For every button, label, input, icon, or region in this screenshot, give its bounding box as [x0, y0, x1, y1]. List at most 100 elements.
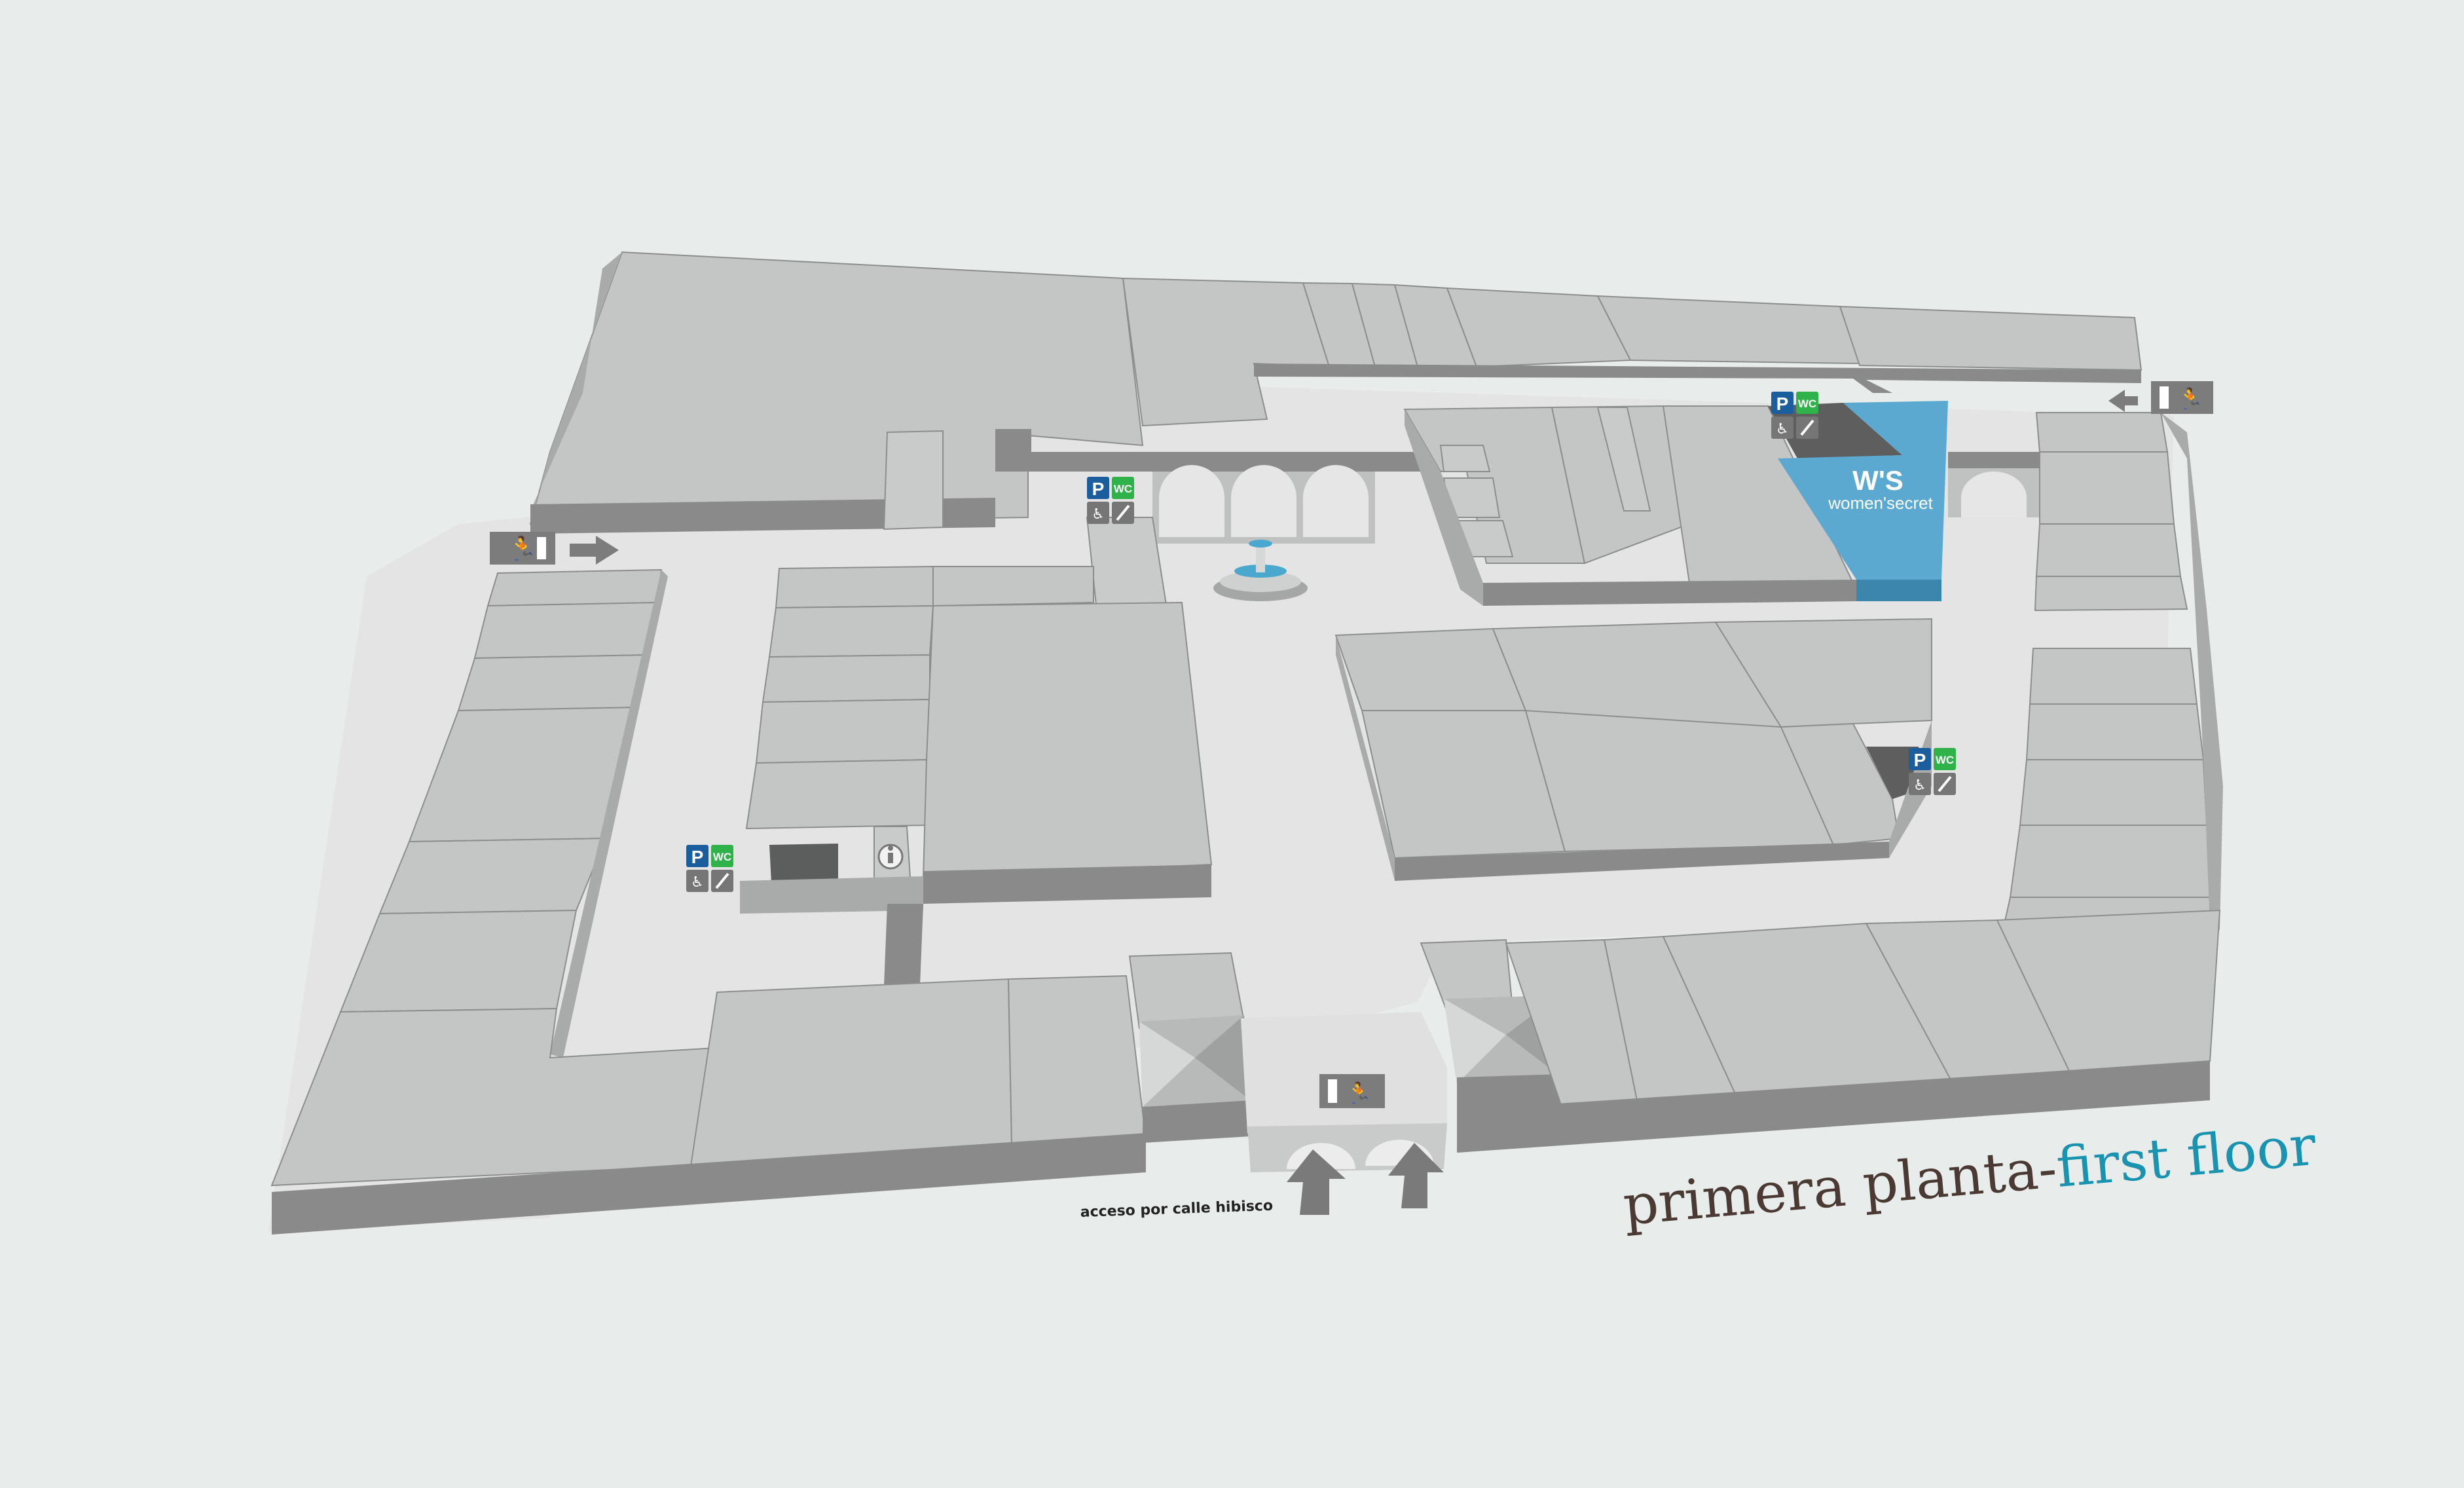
store-north-7[interactable] [1839, 305, 2142, 371]
store-east-5[interactable] [2029, 648, 2198, 705]
svg-text:♿: ♿ [1913, 777, 1926, 794]
store-w-5[interactable] [378, 837, 607, 915]
information-icon[interactable] [877, 844, 904, 870]
wheelchair-icon [686, 870, 708, 892]
womensecret-logo: W'S [1852, 465, 1903, 496]
pavilion-east-roof-a [1444, 999, 1506, 1084]
access-label: acceso por calle hibisco [1080, 1198, 1273, 1221]
pavilion-west-roof-a [1139, 1022, 1195, 1107]
store-east-8[interactable] [2009, 825, 2211, 898]
southeast-block [1457, 909, 2221, 1153]
womensecret-name: women'secret [1828, 493, 1933, 513]
wc-sign: WC [1798, 398, 1816, 410]
wc-sign: WC [1936, 754, 1954, 766]
exit-sign-west: 🏃 [490, 532, 619, 565]
services-sign-ne[interactable]: P WC ♿ [1771, 392, 1818, 439]
emergency-exit-icon: 🏃 [507, 535, 537, 563]
arrow-left-icon [2108, 390, 2138, 412]
store-east-4[interactable] [2034, 576, 2188, 612]
store-cw-3[interactable] [762, 654, 930, 703]
store-cw-7[interactable] [922, 601, 1213, 879]
exit-sign-east: 🏃 [2108, 381, 2213, 414]
southeast-wall-front [1457, 1061, 2210, 1153]
central-west-block [740, 565, 1213, 986]
parking-sign: P [1776, 394, 1789, 414]
central-west-wall [923, 865, 1211, 904]
services-sign-east[interactable]: P WC ♿ [1909, 748, 1956, 795]
northeast-block [1403, 401, 2040, 606]
central-east-block [1334, 618, 1932, 881]
central-west-stair [884, 904, 923, 986]
services-sign-west[interactable]: P WC ♿ [686, 845, 733, 892]
store-womensecret[interactable] [1778, 401, 1948, 580]
west-inner-wall [550, 570, 668, 1058]
services-sign-nw[interactable]: P WC ♿ [1087, 477, 1134, 524]
entrance-hall [1241, 1012, 1447, 1133]
northwest-wall-front [530, 498, 995, 534]
pavilion-west-roof-b [1195, 1015, 1251, 1100]
store-w-3[interactable] [457, 654, 650, 712]
central-west-side [740, 876, 923, 914]
store-sw-2[interactable] [690, 978, 1013, 1167]
south-wall-front [272, 1133, 1146, 1235]
parking-sign: P [691, 847, 704, 867]
pavilion-west-wall [1143, 1100, 1251, 1143]
store-cw-1[interactable] [775, 565, 934, 609]
svg-text:♿: ♿ [1092, 506, 1105, 523]
store-sw-3[interactable] [1007, 975, 1147, 1144]
floor-title-english: first floor [2054, 1113, 2319, 1200]
store-w-6[interactable] [339, 909, 578, 1013]
store-north-6[interactable] [1596, 295, 1861, 365]
store-w-2[interactable] [473, 601, 659, 660]
north-block [529, 251, 2142, 534]
wc-sign: WC [1114, 483, 1132, 495]
floor-title-spanish: primera planta- [1621, 1136, 2059, 1238]
store-ce-6[interactable] [1780, 722, 1900, 846]
west-block [339, 568, 668, 1058]
parking-sign: P [1092, 479, 1105, 499]
womensecret-label: W'S women'secret [1828, 465, 1933, 513]
northeast-wall-front [1483, 580, 1856, 606]
store-east-3[interactable] [2035, 523, 2182, 577]
arrow-up-icon [1287, 1149, 1346, 1215]
store-ce-3[interactable] [1714, 618, 1932, 728]
svg-text:♿: ♿ [691, 874, 704, 891]
southwest-block [270, 975, 1147, 1235]
store-w-1[interactable] [487, 568, 663, 607]
fountain-icon [1213, 540, 1308, 601]
arch-openings [1159, 465, 1369, 537]
svg-text:♿: ♿ [1776, 421, 1789, 437]
central-east-side-r [1889, 619, 1932, 858]
entrance-arrows [1287, 1143, 1444, 1215]
store-east-1[interactable] [2035, 412, 2169, 453]
arcade-wall [995, 429, 1434, 472]
east-arcade-wall [1948, 452, 2040, 468]
store-cw-2[interactable] [768, 604, 934, 658]
wc-sign: WC [713, 851, 731, 863]
store-northwest-small[interactable] [883, 430, 944, 530]
store-ne-3[interactable] [1596, 407, 1651, 512]
emergency-exit-icon: 🏃 [2177, 386, 2203, 411]
central-east-side [1336, 635, 1395, 881]
store-ne-small-a[interactable] [1439, 445, 1491, 472]
east-wall-side [2161, 413, 2223, 930]
east-arch-opening [1961, 472, 2027, 517]
store-cw-6[interactable] [932, 566, 1094, 607]
service-core-east [1866, 747, 1922, 799]
east-block [2002, 412, 2223, 930]
wheelchair-icon [1909, 773, 1931, 795]
northeast-wall-side [1405, 409, 1483, 606]
store-east-6[interactable] [2025, 703, 2205, 760]
arrow-right-icon [570, 536, 619, 565]
exit-sign-south: 🏃 [1319, 1074, 1385, 1108]
store-east-7[interactable] [2019, 759, 2208, 826]
pavilion-east-wall [1457, 1074, 1562, 1113]
store-east-2[interactable] [2039, 451, 2175, 525]
parking-sign: P [1914, 750, 1926, 770]
wheelchair-icon [1771, 417, 1793, 439]
central-east-wall [1395, 842, 1889, 881]
store-cw-4[interactable] [755, 698, 931, 764]
store-cw-5[interactable] [745, 758, 927, 830]
